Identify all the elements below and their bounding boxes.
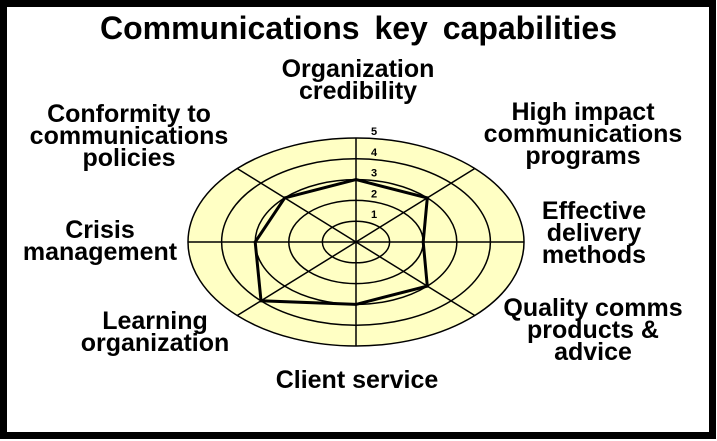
axis-label-line: communications	[483, 120, 683, 148]
data-point-3	[421, 240, 425, 244]
axis-label-line: organization	[80, 329, 230, 357]
axis-label-line: Conformity to	[47, 100, 211, 128]
spoke-2	[355, 167, 476, 243]
axis-label-line: Quality comms	[503, 294, 683, 322]
axis-label-line: communications	[29, 122, 229, 150]
spoke-6	[236, 241, 357, 317]
axis-label-5: Client service	[227, 366, 487, 394]
axis-label-line: products &	[527, 316, 659, 344]
axis-label-line: Client service	[275, 366, 439, 394]
data-point-4	[425, 284, 429, 288]
axis-label-line: Organization	[281, 55, 435, 83]
axis-label-line: policies	[82, 144, 176, 172]
axis-label-line: management	[22, 238, 178, 266]
axis-label-line: advice	[554, 338, 632, 366]
chart-title: Communications key capabilities	[99, 10, 618, 46]
axis-label-line: Learning	[102, 307, 208, 335]
tick-label-2: 2	[371, 188, 377, 200]
data-point-5	[354, 302, 358, 306]
tick-label-4: 4	[371, 147, 378, 159]
axis-label-line: credibility	[298, 77, 418, 105]
data-point-1	[354, 178, 358, 182]
tick-label-1: 1	[371, 209, 377, 221]
axis-label-line: Crisis	[65, 216, 135, 244]
plot-area: 1 2 3 4 5	[187, 126, 525, 347]
axis-label-line: Effective	[541, 197, 647, 225]
axis-label-line: methods	[541, 241, 647, 269]
tick-label-3: 3	[371, 168, 377, 180]
spoke-8	[236, 167, 357, 243]
axis-label-line: programs	[525, 142, 641, 170]
data-point-7	[253, 240, 257, 244]
axis-label-line: delivery	[546, 219, 642, 247]
data-point-6	[259, 299, 263, 303]
data-point-8	[283, 196, 287, 200]
spoke-4	[355, 241, 476, 317]
axis-label-line: High impact	[511, 98, 655, 126]
data-point-2	[425, 196, 429, 200]
tick-label-5: 5	[371, 126, 377, 138]
